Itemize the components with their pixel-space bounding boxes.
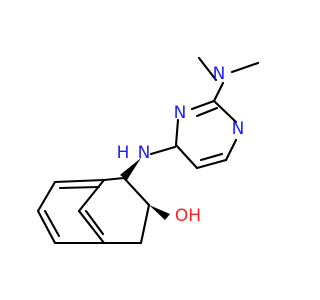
pyrimidine-bond-6 [212,99,238,124]
pyrimidine-bond-1-inner [195,106,219,118]
stereo-wedge-oh [149,205,170,220]
pyrimidine-bond-3 [174,143,199,170]
n-methyl-bond-left [197,56,218,82]
dimethylamino-nitrogen-label: N [213,64,226,84]
pyrimidine-bond-4 [195,158,228,170]
benzene-bond-4 [36,180,57,213]
pyrimidine-nitrogen-right-label: N [232,119,245,139]
indane-bond-2 [102,176,126,182]
indane-bond-1 [122,176,151,207]
n-methyl-bond-right [230,61,260,74]
pyrimidine-bond-4-inner [199,152,224,162]
molecule-svg: N N N N H OH [36,56,260,245]
pyrimidine-bond-5 [224,138,238,162]
amine-nitrogen-label: N [138,143,151,163]
pyrimidine-nitrogen-top-label: N [174,103,187,123]
pyrimidine-bond-2 [174,118,180,147]
benzene-double-3 [84,209,105,236]
benzene-double-1 [58,185,101,190]
benzene-bond-1 [77,178,106,213]
pyrimidine-to-nh-bond [149,145,177,156]
hydroxyl-label: OH [175,206,201,226]
benzene-double-2 [43,209,61,238]
stereo-wedge-nh [120,158,141,180]
pyrimidine-bond-1 [190,99,216,111]
molecule-diagram: N N N N H OH [36,56,260,245]
benzene-bond-3 [53,178,106,184]
benzene-bond-5 [36,209,57,245]
benzene-bond-2 [77,209,106,245]
indane-bond-3 [139,203,151,245]
n-to-pyrimidine-bond [212,81,225,103]
amine-hydrogen-label: H [117,143,130,163]
